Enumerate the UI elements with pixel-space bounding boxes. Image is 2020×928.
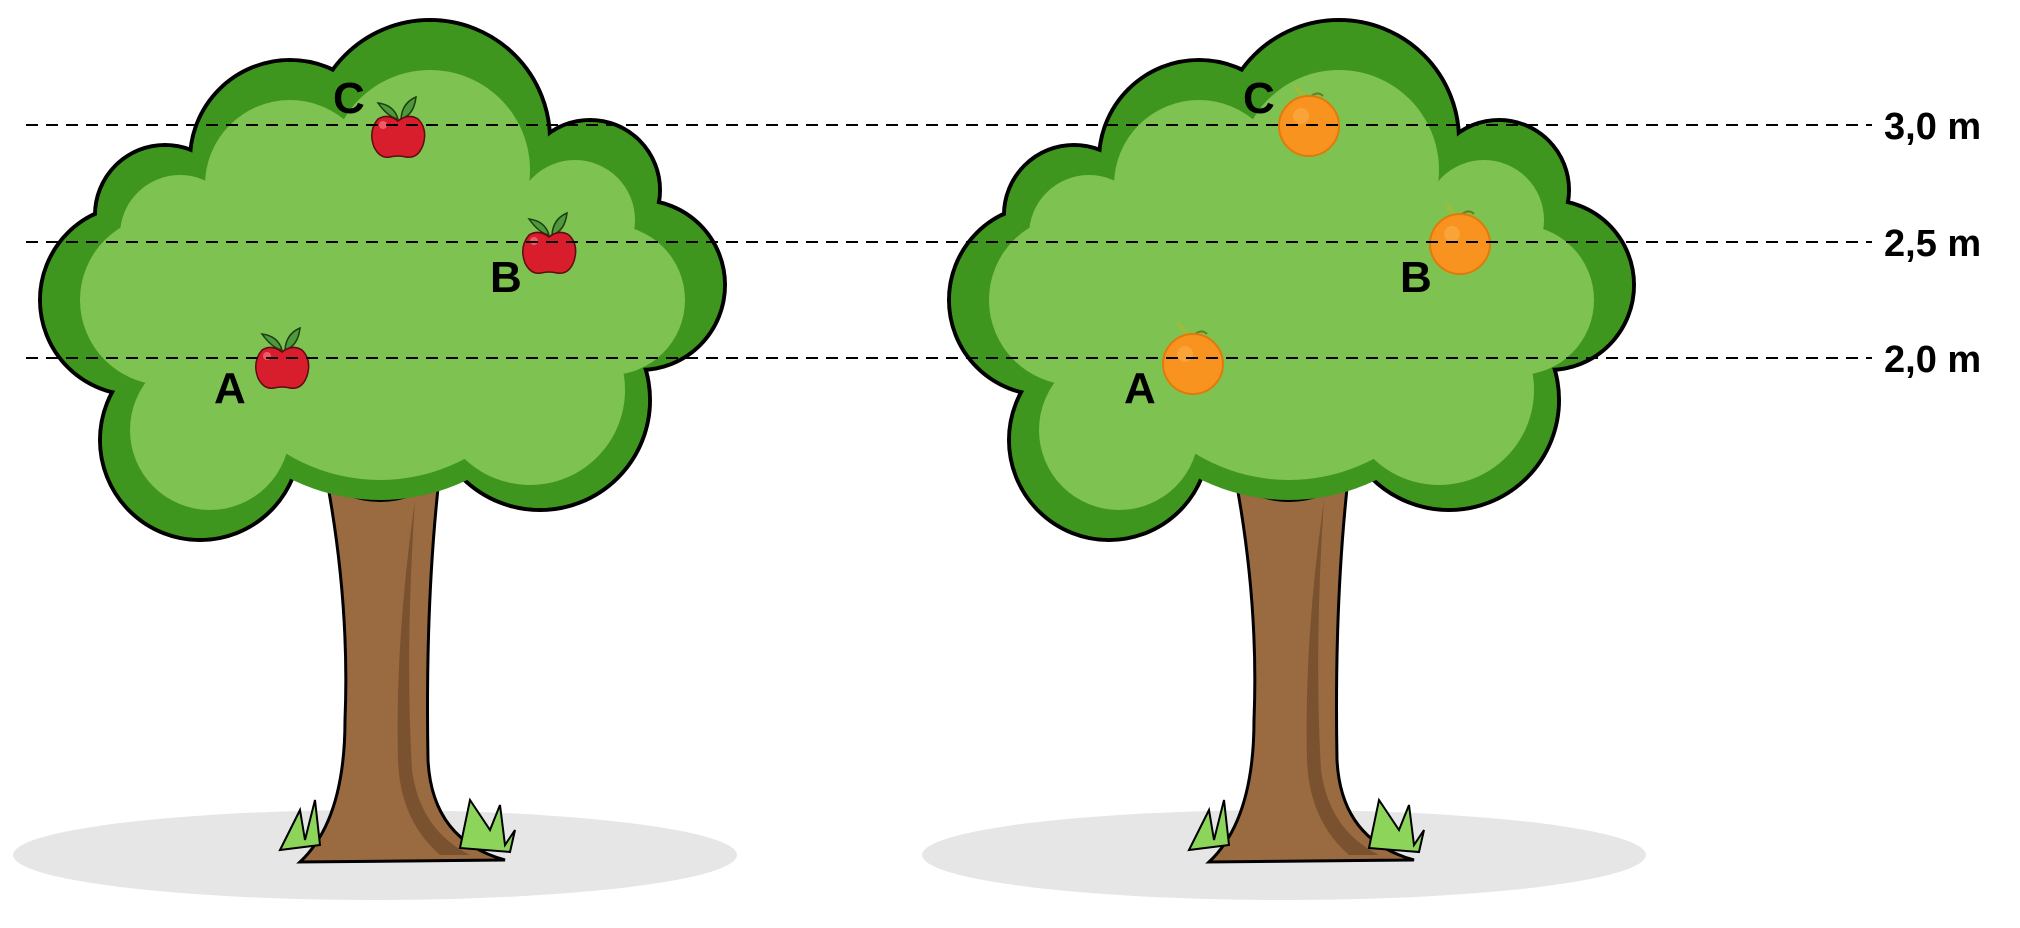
apple-tree <box>11 18 739 902</box>
point-label-a: A <box>214 364 246 413</box>
orange-tree <box>920 18 1648 902</box>
point-label-b: B <box>490 253 522 302</box>
height-label-3-0: 3,0 m <box>1884 106 1981 148</box>
point-label-c: C <box>1243 74 1275 123</box>
point-label-a: A <box>1124 364 1156 413</box>
height-label-2-0: 2,0 m <box>1884 339 1981 381</box>
point-label-c: C <box>333 74 365 123</box>
height-lines <box>26 124 1872 359</box>
point-label-b: B <box>1400 253 1432 302</box>
height-label-2-5: 2,5 m <box>1884 223 1981 265</box>
